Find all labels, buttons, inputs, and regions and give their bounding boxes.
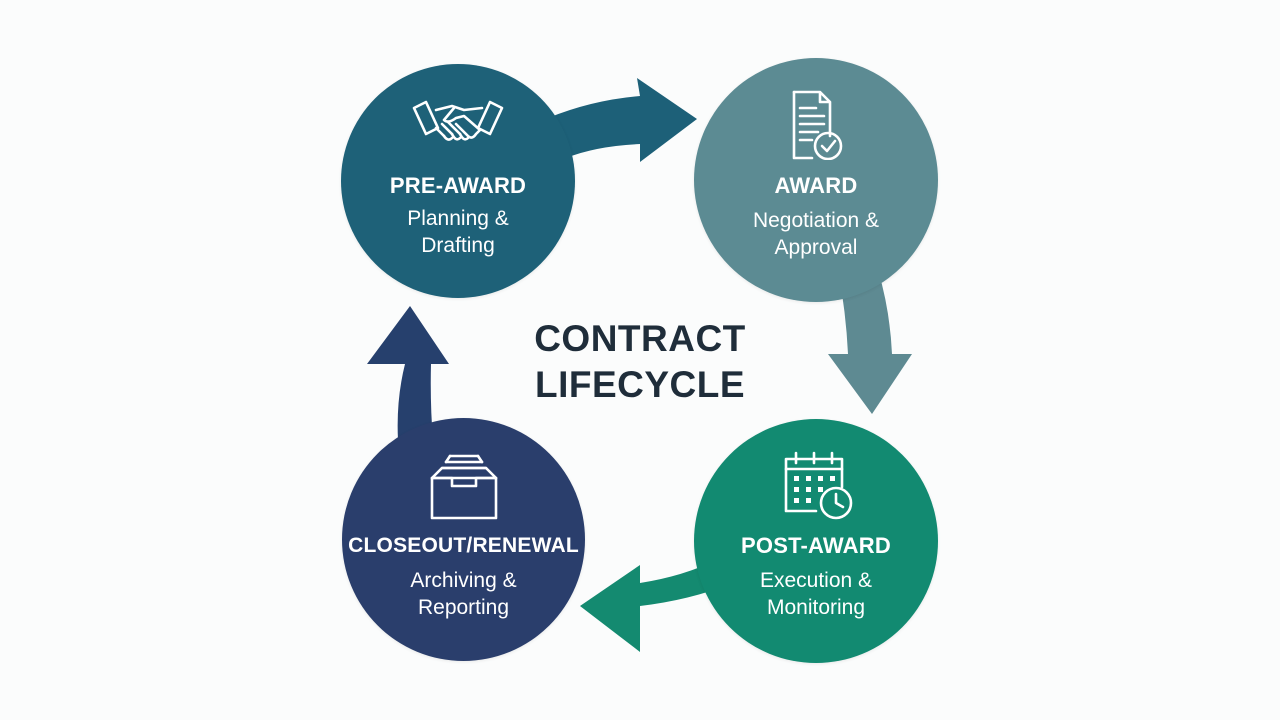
archive-box-icon xyxy=(414,452,514,522)
document-check-icon xyxy=(766,90,866,160)
stage-description-line-1: Execution & xyxy=(759,569,873,592)
stage-post-award: POST-AWARD Execution & Monitoring xyxy=(694,419,938,663)
stage-description-line-1: Planning & xyxy=(407,207,509,230)
stage-title: AWARD xyxy=(774,173,858,198)
stage-award: AWARD Negotiation & Approval xyxy=(694,58,938,302)
stage-description: Negotiation & Approval xyxy=(694,207,938,261)
center-title-line-2: LIFECYCLE xyxy=(534,364,746,405)
calendar-clock-icon xyxy=(766,451,866,521)
stage-description: Archiving & Reporting xyxy=(342,567,585,621)
stage-description: Execution & Monitoring xyxy=(694,567,938,621)
stage-pre-award: PRE-AWARD Planning & Drafting xyxy=(341,64,575,298)
arrow-award-to-post-award xyxy=(828,270,912,414)
stage-description: Planning & Drafting xyxy=(341,205,575,259)
center-title-line-1: CONTRACT xyxy=(534,318,746,359)
stage-description-line-2: Drafting xyxy=(421,234,495,257)
handshake-icon xyxy=(408,94,508,164)
arrow-pre-award-to-award xyxy=(548,78,697,162)
center-title: CONTRACT LIFECYCLE xyxy=(490,316,790,408)
stage-closeout-renewal: CLOSEOUT/RENEWAL Archiving & Reporting xyxy=(342,418,585,661)
stage-description-line-2: Monitoring xyxy=(766,596,866,619)
stage-description-line-2: Reporting xyxy=(417,596,510,619)
arrow-post-award-to-closeout xyxy=(580,560,730,652)
stage-title: CLOSEOUT/RENEWAL xyxy=(348,534,579,557)
stage-title: POST-AWARD xyxy=(741,533,891,558)
stage-title: PRE-AWARD xyxy=(389,173,527,198)
stage-description-line-2: Approval xyxy=(774,236,858,259)
stage-description-line-1: Archiving & xyxy=(410,569,517,592)
stage-description-line-1: Negotiation & xyxy=(752,209,880,232)
arrow-closeout-to-pre-award xyxy=(367,306,449,440)
